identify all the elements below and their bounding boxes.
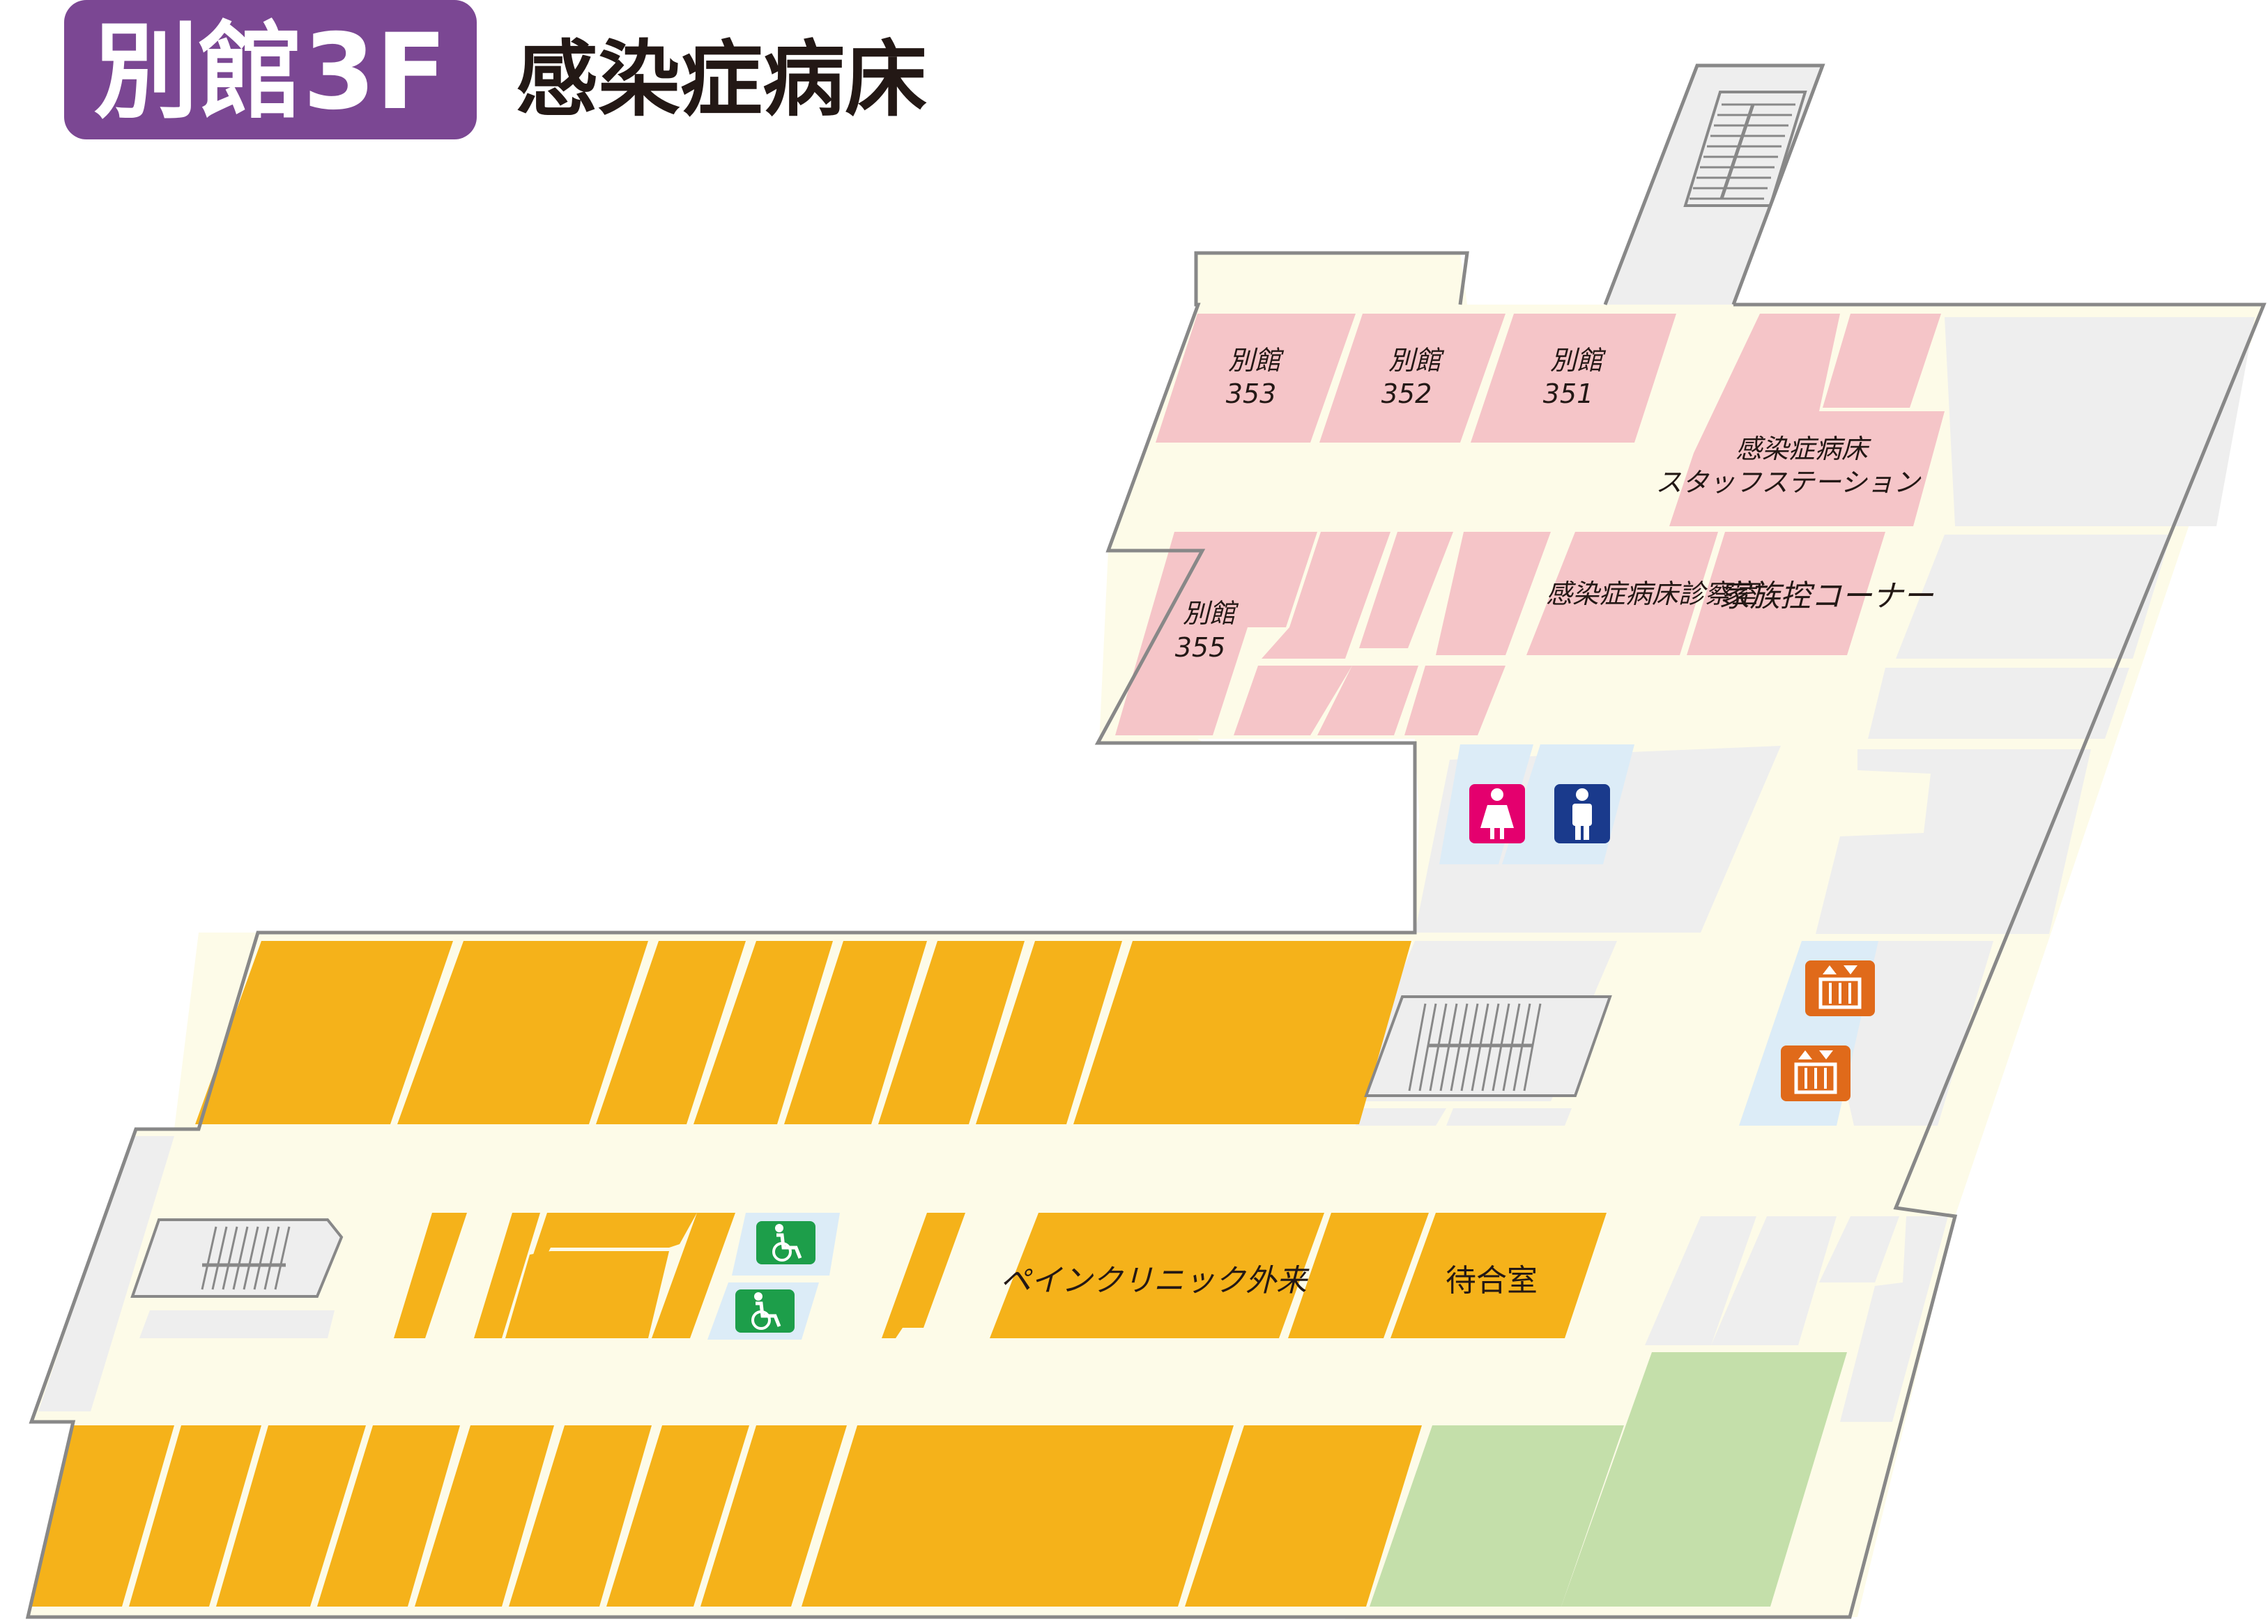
room-s4[interactable] [317, 1425, 460, 1607]
room-m3[interactable] [533, 1213, 697, 1255]
elevator-down-icon [1781, 1045, 1851, 1101]
service-ne-3 [1868, 668, 2129, 739]
room-352-label-1: 別館 [1388, 345, 1445, 376]
infection-ward-rooms [1115, 314, 1945, 735]
stairs-icon [1683, 91, 1807, 207]
central-stairs-steps [1408, 1003, 1542, 1091]
service-se-3 [1819, 1216, 1899, 1282]
north-tower-outline [1603, 63, 1825, 305]
staff-station-label-2: スタッフステーション [1655, 467, 1921, 498]
service-se-2 [1711, 1216, 1837, 1345]
service-e-1 [1830, 836, 1924, 930]
wheelchair-restroom-icon [756, 1221, 815, 1264]
room-n6[interactable] [878, 941, 1025, 1124]
service-ne-2 [1896, 535, 2171, 659]
garden-2 [1370, 1425, 1624, 1607]
room-n1[interactable] [195, 941, 453, 1124]
room-n4[interactable] [694, 941, 833, 1124]
room-351-label-2: 351 [1543, 378, 1594, 409]
womens-restroom-icon [1469, 784, 1525, 843]
exam-room[interactable] [1526, 532, 1718, 655]
service-w-1 [38, 1136, 174, 1411]
mens-restroom-icon [1554, 784, 1610, 843]
ward-room-c[interactable] [1436, 532, 1551, 655]
room-353[interactable] [1156, 314, 1356, 443]
room-m1[interactable] [394, 1213, 467, 1338]
room-352-label-2: 352 [1381, 378, 1432, 409]
room-s8[interactable] [700, 1425, 847, 1607]
wheelchair-restroom-icon-2 [735, 1289, 795, 1333]
service-se-4 [1840, 1216, 1948, 1422]
service-ne-1 [1945, 317, 2255, 526]
room-m8[interactable] [1288, 1213, 1429, 1338]
header: 別館3F 感染症病床 [64, 0, 927, 139]
floor-badge-label: 別館3F [94, 12, 447, 133]
floor-badge [64, 0, 477, 139]
waiting-room-label: 待合室 [1446, 1263, 1538, 1299]
staff-station-label-1: 感染症病床 [1736, 434, 1871, 464]
service-stair-bottom [1356, 1108, 1446, 1126]
waiting-room[interactable] [1390, 1213, 1607, 1338]
family-corner[interactable] [1687, 532, 1885, 655]
room-n8[interactable] [1073, 941, 1411, 1124]
family-corner-label: 家族控コーナー [1719, 579, 1934, 614]
service-w-2 [139, 1310, 335, 1338]
room-355[interactable] [1115, 532, 1317, 735]
room-s10[interactable] [1185, 1425, 1422, 1607]
elevator-up-icon [1805, 960, 1875, 1016]
ward-room-e[interactable] [1404, 666, 1505, 735]
room-s9[interactable] [802, 1425, 1234, 1607]
room-n3[interactable] [596, 941, 746, 1124]
room-355-label-2: 355 [1175, 632, 1226, 663]
room-n7[interactable] [976, 941, 1122, 1124]
staff-station-annex[interactable] [1823, 314, 1941, 408]
general-rooms [31, 941, 1607, 1607]
room-m2[interactable] [474, 1213, 540, 1338]
exam-room-label: 感染症病床診察室 [1546, 579, 1761, 609]
room-353-label-1: 別館 [1228, 345, 1285, 376]
ward-room-a[interactable] [1262, 532, 1390, 659]
room-s6[interactable] [509, 1425, 652, 1607]
room-355-label-1: 別館 [1183, 598, 1239, 629]
service-se-1 [1645, 1216, 1756, 1345]
room-s5[interactable] [415, 1425, 554, 1607]
ward-room-b[interactable] [1359, 532, 1453, 648]
ward-room-f[interactable] [1317, 666, 1418, 735]
ward-room-d[interactable] [1234, 666, 1352, 735]
room-353-label-2: 353 [1226, 378, 1277, 409]
room-labels: 別館 353 別館 352 別館 351 感染症病床 スタッフステーション 別館… [1000, 345, 1934, 1299]
room-s2[interactable] [129, 1425, 261, 1607]
room-m5[interactable] [652, 1213, 735, 1338]
pain-clinic-label: ペインクリニック外来 [1000, 1263, 1310, 1299]
room-s3[interactable] [216, 1425, 366, 1607]
room-352[interactable] [1319, 314, 1505, 443]
pain-clinic-room[interactable] [990, 1213, 1324, 1338]
west-stairs [130, 1218, 344, 1298]
room-n2[interactable] [397, 941, 648, 1124]
service-stair-bottom-2 [1446, 1108, 1572, 1126]
upper-wing-outline [25, 251, 2267, 1619]
west-stairs-steps [201, 1226, 291, 1290]
stairs [130, 91, 1807, 1298]
garden-1 [1561, 1352, 1847, 1607]
room-s1[interactable] [31, 1425, 174, 1607]
staff-station-room[interactable] [1669, 314, 1945, 526]
room-n5[interactable] [784, 941, 927, 1124]
outdoor-areas [1370, 1352, 1847, 1607]
floor-title: 感染症病床 [516, 31, 927, 128]
room-s7[interactable] [606, 1425, 749, 1607]
room-351[interactable] [1471, 314, 1676, 443]
building-outline [25, 63, 2267, 1619]
room-m4[interactable] [505, 1251, 669, 1338]
room-351-label-1: 別館 [1550, 345, 1607, 376]
room-m6[interactable] [882, 1213, 965, 1338]
